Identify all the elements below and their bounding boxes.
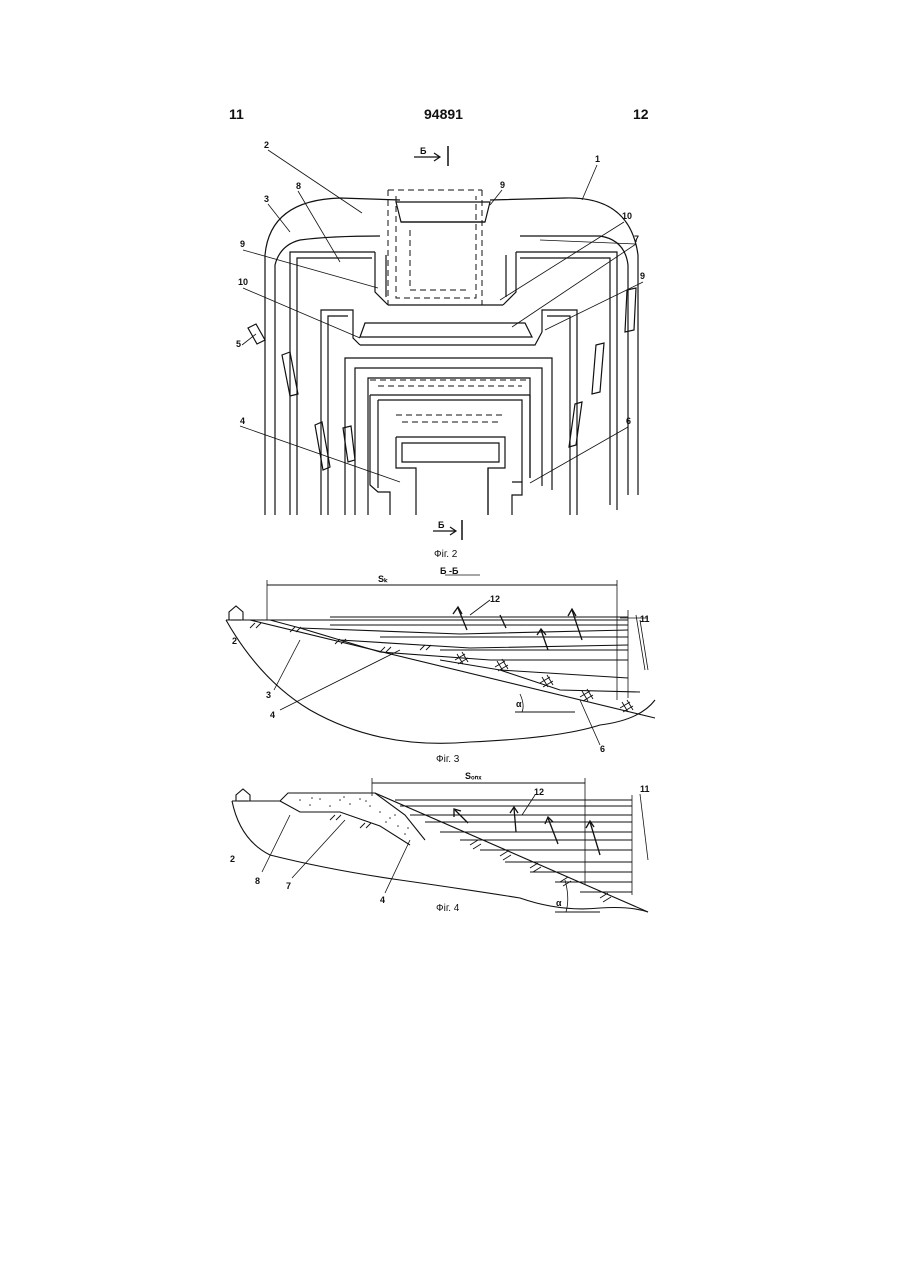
label-10-left: 10 <box>238 277 248 287</box>
fig3-angle: α <box>516 699 522 709</box>
figure-2 <box>240 146 643 540</box>
fig4-angle: α <box>556 898 562 908</box>
label-9-top: 9 <box>500 180 505 190</box>
fig3-label-4: 4 <box>270 710 275 720</box>
figure-3-labels: Б -Б Sₖ 2 3 4 6 12 11 α Фіг. 3 <box>232 566 650 765</box>
label-5: 5 <box>236 339 241 349</box>
fig3-label-11: 11 <box>640 614 650 624</box>
fig4-caption: Фіг. 4 <box>436 903 460 914</box>
label-2: 2 <box>264 140 269 150</box>
dimension-sk: Sₖ <box>378 574 388 584</box>
section-mark-top: Б <box>420 146 427 156</box>
fig4-label-2: 2 <box>230 854 235 864</box>
fig4-label-4: 4 <box>380 895 385 905</box>
label-9-left: 9 <box>240 239 245 249</box>
fig4-label-12: 12 <box>534 787 544 797</box>
dimension-sonh: Sₒₙₓ <box>465 771 482 781</box>
label-1: 1 <box>595 154 600 164</box>
fig4-label-8: 8 <box>255 876 260 886</box>
fig3-label-3: 3 <box>266 690 271 700</box>
label-8: 8 <box>296 181 301 191</box>
label-10-right: 10 <box>622 211 632 221</box>
label-6: 6 <box>626 416 631 426</box>
fig2-caption: Фіг. 2 <box>434 549 458 560</box>
section-title: Б -Б <box>440 566 459 576</box>
label-9-right: 9 <box>640 271 645 281</box>
label-3: 3 <box>264 194 269 204</box>
label-7: 7 <box>634 234 639 244</box>
fig4-label-11: 11 <box>640 784 650 794</box>
fig3-caption: Фіг. 3 <box>436 754 460 765</box>
fig3-label-12: 12 <box>490 594 500 604</box>
figure-3 <box>226 575 655 745</box>
fig4-label-7: 7 <box>286 881 291 891</box>
fig3-label-2: 2 <box>232 636 237 646</box>
fig3-label-6: 6 <box>600 744 605 754</box>
figure-4 <box>232 778 648 912</box>
section-mark-bottom: Б <box>438 520 445 530</box>
label-4: 4 <box>240 416 245 426</box>
